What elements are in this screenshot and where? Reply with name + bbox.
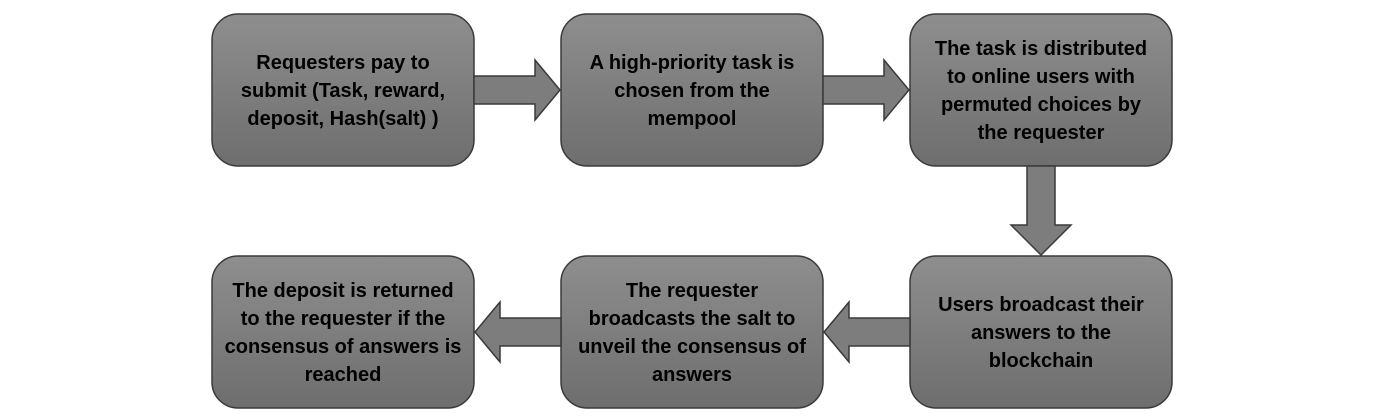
step-text-line: answers to the — [971, 322, 1111, 344]
step-text-line: answers — [652, 364, 732, 386]
step-text-line: reached — [305, 364, 382, 386]
step-box-5: The requester broadcasts the salt to unvei… — [560, 255, 824, 409]
step-text-line: blockchain — [989, 350, 1093, 372]
step-box-2: A high-priority task is chosen from the me… — [560, 13, 824, 167]
arrow-left-1 — [823, 299, 911, 365]
arrow-down-1 — [1009, 165, 1073, 257]
step-text-line: the requester — [978, 122, 1105, 144]
step-text-line: to online users with — [947, 66, 1135, 88]
step-text-1: Requesters pay to submit (Task, reward, de… — [241, 52, 445, 130]
step-text-line: permuted choices by — [941, 94, 1142, 116]
step-text-line: A high-priority task is — [590, 52, 795, 74]
step-text-line: unveil the consensus of — [578, 336, 806, 358]
arrow-right-1 — [473, 57, 561, 123]
step-text-line: chosen from the — [614, 80, 770, 102]
step-text-4: Users broadcast their answers to the block… — [938, 294, 1144, 372]
step-text-line: The task is distributed — [935, 38, 1147, 60]
step-text-line: submit (Task, reward, — [241, 80, 445, 102]
step-box-3: The task is distributed to online users w… — [909, 13, 1173, 167]
step-box-4: Users broadcast their answers to the block… — [909, 255, 1173, 409]
step-text-line: deposit, Hash(salt) ) — [247, 108, 438, 130]
arrow-right-2 — [822, 57, 910, 123]
step-text-line: broadcasts the salt to — [589, 308, 796, 330]
step-text-6: The deposit is returned to the requester … — [225, 280, 462, 386]
step-text-line: mempool — [648, 108, 737, 130]
step-box-1: Requesters pay to submit (Task, reward, de… — [211, 13, 475, 167]
step-text-line: The requester — [626, 280, 758, 302]
step-box-6: The deposit is returned to the requester … — [211, 255, 475, 409]
arrow-left-2 — [474, 299, 562, 365]
step-text-line: Users broadcast their — [938, 294, 1144, 316]
step-text-line: to the requester if the — [241, 308, 445, 330]
step-text-line: Requesters pay to — [256, 52, 429, 74]
step-text-2: A high-priority task is chosen from the me… — [590, 52, 795, 130]
step-text-line: The deposit is returned — [232, 280, 453, 302]
step-text-3: The task is distributed to online users w… — [935, 38, 1147, 144]
step-text-line: consensus of answers is — [225, 336, 462, 358]
step-text-5: The requester broadcasts the salt to unvei… — [578, 280, 806, 386]
